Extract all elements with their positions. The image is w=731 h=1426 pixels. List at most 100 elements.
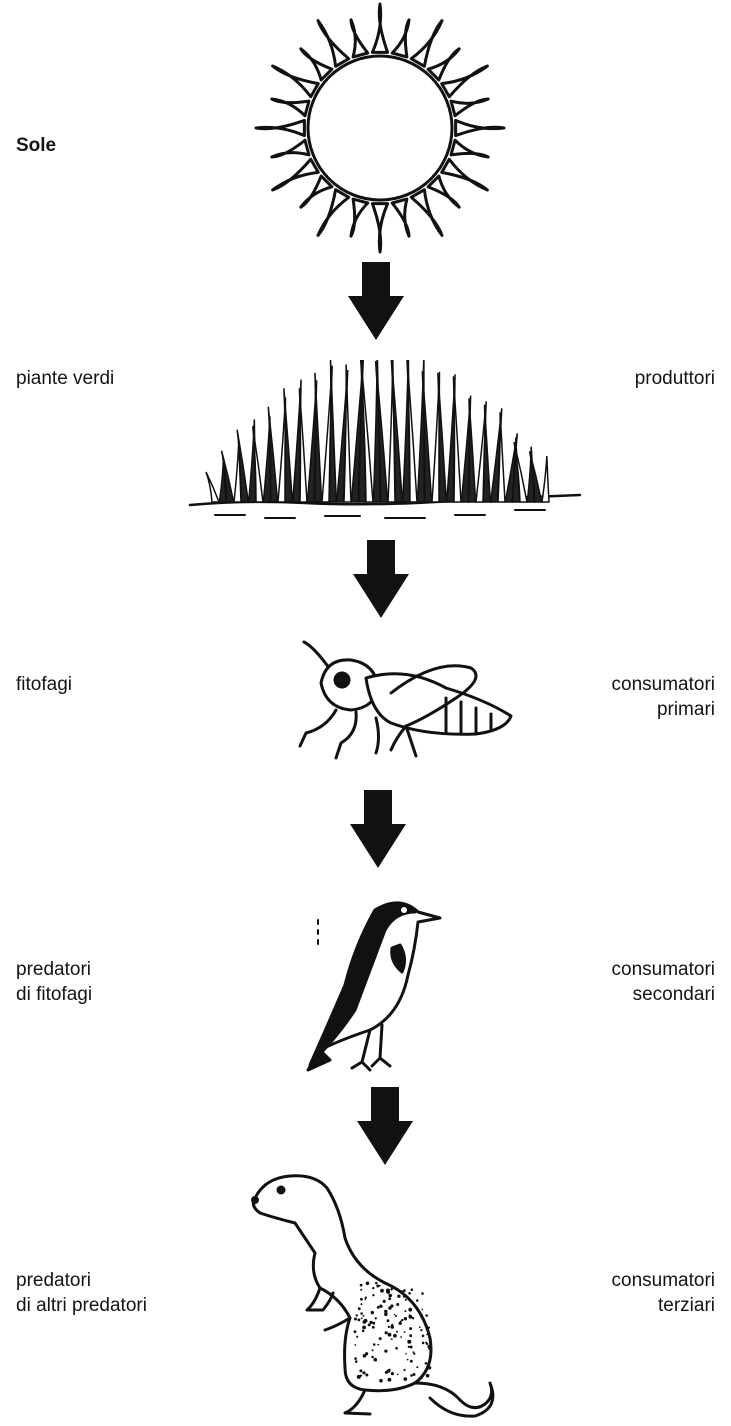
- fur-dot: [358, 1319, 361, 1322]
- fur-dot: [416, 1300, 418, 1302]
- fur-dot: [361, 1303, 363, 1305]
- fur-dot: [421, 1316, 423, 1318]
- grass-blade: [469, 398, 476, 502]
- weasel-left-line-1: predatori: [16, 1268, 147, 1293]
- fur-dot: [360, 1375, 362, 1377]
- fur-dot: [427, 1345, 431, 1349]
- sun-ray: [372, 4, 387, 52]
- bird-left-line-2: di fitofagi: [16, 982, 92, 1007]
- bird-left-label: predatori di fitofagi: [16, 957, 92, 1007]
- fur-dot: [422, 1335, 425, 1338]
- plants-left-label: piante verdi: [16, 366, 114, 391]
- fur-dot: [371, 1311, 374, 1314]
- weasel-left-label: predatori di altri predatori: [16, 1268, 147, 1318]
- fur-dot: [409, 1334, 412, 1337]
- sun-ray: [451, 140, 488, 157]
- fur-dot: [407, 1340, 411, 1344]
- fur-dot: [428, 1348, 430, 1350]
- grasshopper-right-line-1: consumatori: [612, 672, 716, 697]
- fur-dot: [396, 1331, 398, 1333]
- fur-dot: [371, 1356, 373, 1358]
- fur-dot: [360, 1298, 363, 1301]
- fur-dot: [360, 1312, 363, 1315]
- weasel-right-line-2: terziari: [612, 1293, 716, 1318]
- fur-dot: [419, 1326, 421, 1328]
- grass-blade: [284, 388, 293, 502]
- fur-dot: [405, 1299, 407, 1301]
- sun-ray: [456, 120, 504, 135]
- sun-ray: [372, 204, 387, 252]
- sun-ray: [256, 120, 304, 135]
- plants-right-label: produttori: [635, 366, 715, 391]
- bird-right-line-2: secondari: [612, 982, 716, 1007]
- grass-blade: [438, 373, 447, 502]
- grass-blade: [542, 456, 549, 502]
- fur-dot: [391, 1372, 394, 1375]
- sun-ray: [428, 176, 459, 207]
- sun-ray: [428, 49, 459, 80]
- fur-dot: [362, 1371, 365, 1374]
- plants-right-line-1: produttori: [635, 366, 715, 391]
- fur-dot: [386, 1289, 390, 1293]
- fur-dot: [401, 1290, 404, 1293]
- fur-dot: [391, 1326, 394, 1329]
- sun-ray: [351, 20, 368, 57]
- fur-dot: [410, 1360, 413, 1363]
- fur-dot: [391, 1324, 393, 1326]
- fur-dot: [354, 1344, 356, 1346]
- fur-dot: [365, 1374, 368, 1377]
- fur-dot: [409, 1314, 411, 1316]
- grasshopper-icon: [296, 638, 521, 763]
- fur-dot: [360, 1284, 363, 1287]
- fur-dot: [362, 1326, 366, 1330]
- bird-icon: [300, 890, 450, 1075]
- fur-dot: [413, 1373, 416, 1376]
- fur-dot: [375, 1282, 378, 1285]
- fur-dot: [411, 1288, 414, 1291]
- weasel-icon: [245, 1168, 505, 1423]
- fur-dot: [395, 1347, 398, 1350]
- grass-blade: [483, 405, 490, 502]
- grasshopper-left-line-1: fitofagi: [16, 672, 72, 697]
- fur-dot: [388, 1297, 391, 1300]
- sun-ray: [351, 199, 368, 236]
- fur-dot: [375, 1317, 377, 1319]
- fur-dot: [372, 1322, 375, 1325]
- sun-ray: [442, 159, 488, 190]
- fur-dot: [388, 1306, 391, 1309]
- grasshopper-left-label: fitofagi: [16, 672, 72, 697]
- fur-dot: [388, 1378, 392, 1382]
- fur-dot: [404, 1377, 408, 1381]
- grass-icon: [185, 360, 585, 530]
- grasshopper-right-line-2: primari: [612, 697, 716, 722]
- fur-dot: [379, 1379, 383, 1383]
- fur-dot: [404, 1310, 406, 1312]
- bird-right-label: consumatori secondari: [612, 957, 716, 1007]
- fur-dot: [416, 1366, 418, 1368]
- fur-dot: [380, 1289, 384, 1293]
- fur-dot: [395, 1315, 397, 1317]
- fur-dot: [372, 1326, 375, 1329]
- fur-dot: [384, 1312, 388, 1316]
- fur-dot: [372, 1294, 374, 1296]
- fur-dot: [421, 1309, 423, 1311]
- fur-dot: [385, 1371, 388, 1374]
- fur-dot: [371, 1321, 373, 1323]
- fur-dot: [358, 1307, 361, 1310]
- fur-dot: [421, 1292, 424, 1295]
- fur-dot: [426, 1374, 430, 1378]
- fur-dot: [362, 1330, 365, 1333]
- fur-dot: [384, 1350, 387, 1353]
- fur-dot: [426, 1334, 428, 1336]
- fur-dot: [389, 1369, 391, 1371]
- fur-dot: [372, 1287, 374, 1289]
- fur-dot: [410, 1374, 413, 1377]
- fur-dot: [401, 1319, 403, 1321]
- grass-blade: [206, 472, 219, 502]
- sun-ray: [392, 20, 409, 57]
- sun-ray: [301, 176, 332, 207]
- fur-dot: [361, 1317, 363, 1319]
- fur-dot: [364, 1299, 366, 1301]
- fur-dot: [390, 1288, 392, 1290]
- sun-ray: [451, 99, 488, 116]
